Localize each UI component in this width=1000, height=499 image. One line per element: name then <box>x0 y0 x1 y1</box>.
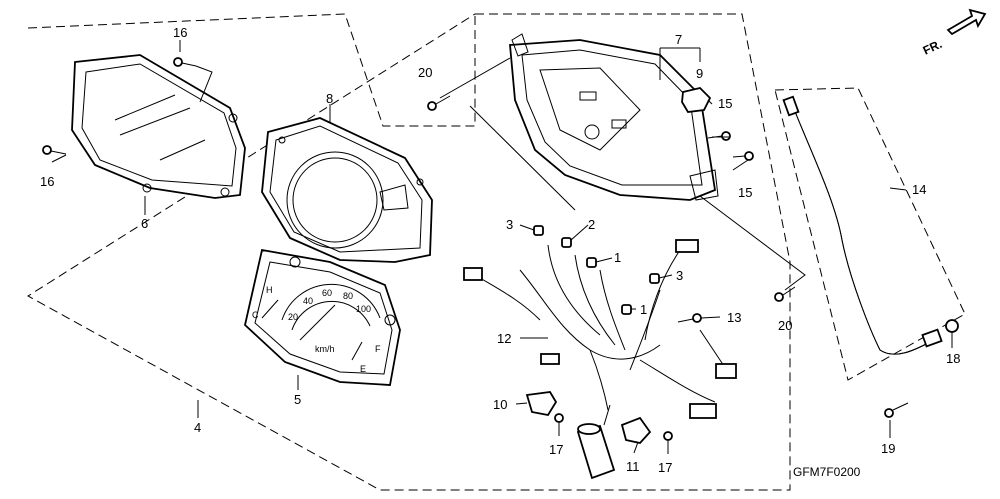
callout-3-left: 3 <box>506 217 513 232</box>
harness-connector-bottom <box>689 403 717 419</box>
screw-part-13 <box>677 313 702 323</box>
bulb-socket-part-3b <box>649 273 660 284</box>
screw-part-20-upper <box>427 95 451 111</box>
harness-connector-top <box>675 239 699 253</box>
gauge-speed-mark-100: 100 <box>356 304 371 314</box>
callout-5: 5 <box>294 392 301 407</box>
seal-part-18 <box>945 319 959 333</box>
callout-15-lower: 15 <box>738 185 752 200</box>
callout-10: 10 <box>493 397 507 412</box>
speed-needle <box>299 304 336 341</box>
gauge-fuel-empty-label: E <box>360 364 366 374</box>
gauge-speed-mark-80: 80 <box>343 291 353 301</box>
callout-17-left: 17 <box>549 442 563 457</box>
harness-connector-lower-left <box>540 353 560 365</box>
callout-14: 14 <box>912 182 926 197</box>
screw-part-16-left <box>42 145 67 155</box>
harness-clamp-part-10 <box>525 391 558 416</box>
gauge-speed-mark-20: 20 <box>288 312 298 322</box>
cable-group-outline <box>774 87 966 381</box>
leader-lines <box>51 40 953 454</box>
meter-assembly-group-outline <box>27 13 791 491</box>
callout-20-upper: 20 <box>418 65 432 80</box>
front-direction-indicator: FR. <box>921 8 987 58</box>
callout-8: 8 <box>326 91 333 106</box>
callout-13: 13 <box>727 310 741 325</box>
meter-wire-harness-part-12 <box>463 239 737 419</box>
screw-part-16-upper <box>173 57 197 67</box>
callout-7: 7 <box>675 32 682 47</box>
meter-visor-part-6 <box>71 54 246 199</box>
speedometer-gauge-part-5: 20 40 60 80 100 km/h H C F E <box>244 248 401 386</box>
callout-18: 18 <box>946 351 960 366</box>
callout-3-right: 3 <box>676 268 683 283</box>
callout-6: 6 <box>141 216 148 231</box>
callout-11: 11 <box>626 459 640 474</box>
harness-connector-left <box>463 267 483 281</box>
gauge-unit-label: km/h <box>315 344 335 354</box>
callout-9: 9 <box>696 66 703 81</box>
callout-19: 19 <box>881 441 895 456</box>
screw-part-15-upper <box>707 131 731 141</box>
gauge-speed-mark-60: 60 <box>322 288 332 298</box>
callout-labels: 16 16 6 8 5 4 20 7 9 15 15 14 3 2 1 3 1 … <box>40 25 960 475</box>
screw-part-20-lower <box>774 286 796 302</box>
callout-1-lower: 1 <box>640 302 647 317</box>
callout-12: 12 <box>497 331 511 346</box>
front-direction-label: FR. <box>921 37 944 58</box>
harness-clamp-part-11 <box>620 416 652 444</box>
gauge-speed-mark-40: 40 <box>303 296 313 306</box>
callout-16-upper: 16 <box>173 25 187 40</box>
meter-case-part-7 <box>509 33 719 201</box>
harness-connector-right <box>715 363 737 379</box>
gauge-temp-hot-label: H <box>266 285 273 295</box>
bulb-socket-part-1b <box>621 304 632 315</box>
meter-panel-part-8 <box>261 117 433 263</box>
bulb-socket-part-2 <box>561 237 572 248</box>
diagram-code: GFM7F0200 <box>793 465 861 479</box>
gauge-fuel-full-label: F <box>375 344 381 354</box>
gauge-temp-cold-label: C <box>252 310 259 320</box>
callout-15-upper: 15 <box>718 96 732 111</box>
callout-20-lower: 20 <box>778 318 792 333</box>
bulb-socket-part-3a <box>533 225 544 236</box>
screw-part-15-lower <box>732 151 754 161</box>
harness-canister <box>576 404 616 480</box>
callout-17-right: 17 <box>658 460 672 475</box>
callout-16-left: 16 <box>40 174 54 189</box>
callout-4: 4 <box>194 420 201 435</box>
socket-part-9 <box>681 87 712 113</box>
screw-part-19 <box>884 402 909 418</box>
callout-2: 2 <box>588 217 595 232</box>
bulb-socket-part-1a <box>586 257 597 268</box>
speedometer-cable-part-14 <box>782 95 943 355</box>
callout-1-upper: 1 <box>614 250 621 265</box>
